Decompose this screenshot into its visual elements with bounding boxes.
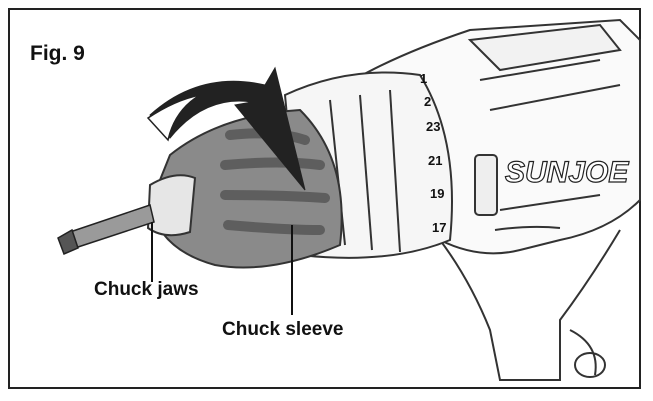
torque-scale-mark: 23 (426, 119, 440, 134)
torque-scale-mark: 17 (432, 220, 446, 235)
torque-scale: 1 2 23 21 19 17 (420, 71, 446, 235)
brand-logo-text: SUNJOE (505, 156, 629, 189)
callout-chuck-jaws: Chuck jaws (94, 279, 199, 300)
screwdriver-bit (57, 204, 155, 255)
callout-chuck-sleeve: Chuck sleeve (222, 319, 344, 340)
torque-scale-mark: 2 (424, 94, 431, 109)
torque-scale-mark: 19 (430, 186, 444, 201)
chuck-jaws (146, 174, 197, 237)
figure-label: Fig. 9 (30, 42, 85, 65)
torque-scale-mark: 1 (420, 71, 427, 86)
torque-scale-mark: 21 (428, 153, 442, 168)
rotation-arrow-icon (146, 66, 306, 191)
